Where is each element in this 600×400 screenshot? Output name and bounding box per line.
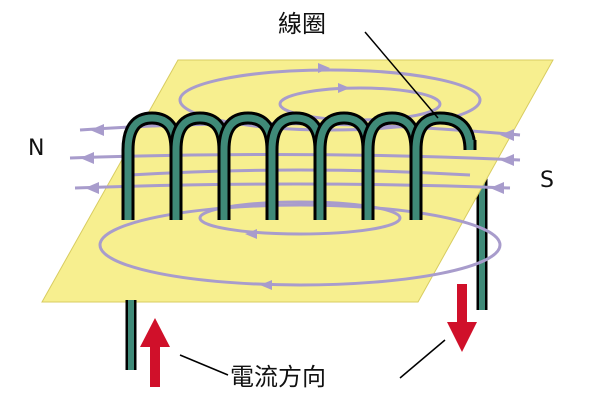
field-arrowheads xyxy=(80,63,514,290)
leader-lines xyxy=(179,31,446,379)
current-direction-label: 電流方向 xyxy=(230,363,326,391)
current-arrow-up xyxy=(140,318,170,387)
coil-turn xyxy=(409,111,477,220)
south-pole-label: S xyxy=(540,168,554,193)
north-pole-label: N xyxy=(28,136,45,161)
current-arrow-down xyxy=(447,284,477,352)
board-plane xyxy=(41,59,554,303)
coil xyxy=(121,111,477,220)
coil-label: 線圈 xyxy=(278,10,326,38)
